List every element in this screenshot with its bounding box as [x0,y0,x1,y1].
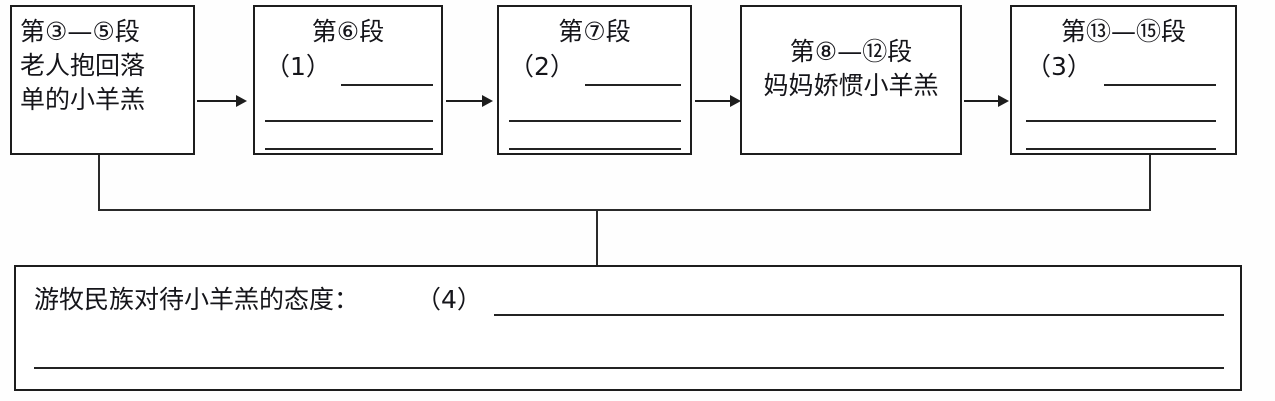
arrow-stage-6-to-stage-7 [446,95,493,107]
node-stage-7-prompt: （2） [509,52,575,81]
flow-node-stage-3-5[interactable]: 第③—⑤段 老人抱回落 单的小羊羔 [10,5,195,155]
node-stage-8-12-line1: 第⑧—⑫段 [789,37,913,66]
node-stage-13-15-line1: 第⑬—⑮段 [1060,17,1186,46]
flow-node-stage-13-15[interactable]: 第⑬—⑮段 （3） [1010,5,1237,155]
blank-line-stage-6-1[interactable] [341,84,433,86]
connector-horizontal-bus [98,209,1151,211]
connector-drop-from-stage-13-15 [1149,155,1151,211]
blank-line-stage-7-2[interactable] [509,120,681,122]
arrow-stage-3-5-to-stage-6 [197,95,247,107]
node-stage-3-5-line2: 老人抱回落 [20,51,146,80]
blank-line-stage-7-1[interactable] [585,84,681,86]
summary-box[interactable]: 游牧民族对待小羊羔的态度： （4） [14,265,1242,391]
node-stage-13-15-prompt: （3） [1026,52,1092,81]
blank-line-stage-13-15-3[interactable] [1026,148,1216,150]
blank-line-summary-1[interactable] [494,314,1224,316]
node-stage-6-prompt: （1） [265,52,331,81]
connector-drop-to-summary [596,209,598,267]
flow-node-stage-8-12[interactable]: 第⑧—⑫段 妈妈娇惯小羊羔 [740,5,962,155]
summary-prompt: （4） [416,285,482,314]
arrow-stage-8-12-to-stage-13-15 [964,95,1009,107]
flow-node-stage-7[interactable]: 第⑦段 （2） [497,5,692,155]
arrow-stage-7-to-stage-8-12 [695,95,741,107]
summary-label: 游牧民族对待小羊羔的态度： [34,285,360,314]
blank-line-stage-7-3[interactable] [509,148,681,150]
blank-line-stage-13-15-2[interactable] [1026,120,1216,122]
blank-line-summary-2[interactable] [34,367,1224,369]
connector-drop-from-stage-3-5 [98,155,100,211]
blank-line-stage-6-2[interactable] [265,120,433,122]
node-stage-8-12-line2: 妈妈娇惯小羊羔 [763,71,939,100]
node-stage-3-5-line3: 单的小羊羔 [20,85,146,114]
node-stage-6-line1: 第⑥段 [311,17,385,46]
node-stage-3-5-line1: 第③—⑤段 [20,17,140,46]
blank-line-stage-6-3[interactable] [265,148,433,150]
node-stage-7-line1: 第⑦段 [558,17,631,46]
blank-line-stage-13-15-1[interactable] [1104,84,1216,86]
flow-node-stage-6[interactable]: 第⑥段 （1） [253,5,443,155]
